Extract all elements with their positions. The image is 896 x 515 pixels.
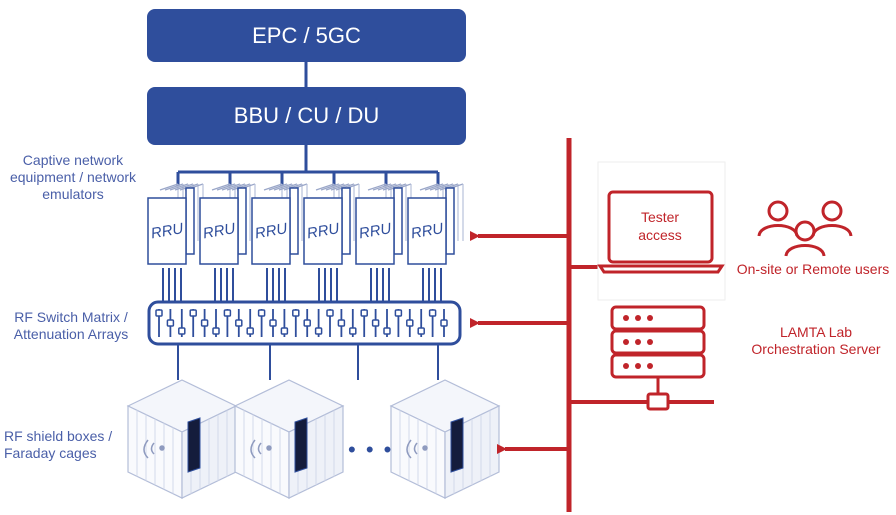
rru-unit: RRU [199,183,256,265]
slider [257,309,266,337]
shield-boxes-label: RF shield boxes / Faraday cages [4,428,113,461]
slider [166,309,175,337]
slider [314,309,323,337]
slider [383,309,391,337]
slider [189,309,197,337]
rru-unit: RRU [407,183,464,265]
rf-switch-matrix [147,300,462,346]
laptop-icon [597,161,726,301]
slider [326,309,334,337]
slider [394,309,403,337]
rru-unit: RRU [303,183,360,265]
slider [349,309,357,337]
wireless-icon [406,439,428,459]
blue-connectors [176,62,440,186]
rru-units: RRU RRU RRU RRU RRU RRU [147,183,464,265]
slider [417,309,425,337]
slider [428,309,437,337]
captive-equipment-label: Captive network equipment / network emul… [9,152,137,202]
users-label: On-site or Remote users [736,261,890,277]
slider [371,309,380,337]
rru-unit: RRU [355,183,412,265]
rru-label: RRU [306,220,341,242]
wireless-icon [143,439,165,459]
ellipsis: • • • [348,437,394,462]
slider [200,309,209,337]
phone-icon [187,417,201,473]
server-icon [610,305,706,411]
rf-switch-label: RF Switch Matrix / Attenuation Arrays [13,309,129,342]
faraday-cage [389,379,501,499]
users-icon [757,200,853,257]
red-bus [470,138,714,512]
phone-icon [294,417,308,473]
bbu-cu-du-box: BBU / CU / DU [147,87,466,145]
switch-shield-links [177,344,439,380]
rru-label: RRU [358,220,393,242]
rru-label: RRU [150,220,185,242]
faraday-cage [126,379,238,499]
phone-icon [450,417,464,473]
slider [360,309,368,337]
epc-5gc-label: EPC / 5GC [252,22,361,48]
slider [292,309,300,337]
slider [155,309,163,337]
slider [223,309,232,337]
slider [406,309,414,337]
shield-boxes [126,379,501,499]
slider [212,309,220,337]
rru-label: RRU [202,220,237,242]
rru-label: RRU [410,220,445,242]
slider [269,309,277,337]
rru-unit: RRU [251,183,308,265]
slider [303,309,311,337]
tester-access-label: Tester access [638,209,682,243]
epc-5gc-box: EPC / 5GC [147,9,466,62]
rru-switch-links [162,268,442,302]
rru-unit: RRU [147,183,204,265]
slider [337,309,346,337]
slider [440,309,448,337]
faraday-cage [233,379,345,499]
lamta-server-label: LAMTA Lab Orchestration Server [751,324,881,357]
slider [178,309,186,337]
slider [235,309,243,337]
rru-label: RRU [254,220,289,242]
wireless-icon [250,439,272,459]
attenuator-sliders [155,309,448,337]
bbu-cu-du-label: BBU / CU / DU [233,103,380,128]
slider [280,309,289,337]
slider [246,309,254,337]
